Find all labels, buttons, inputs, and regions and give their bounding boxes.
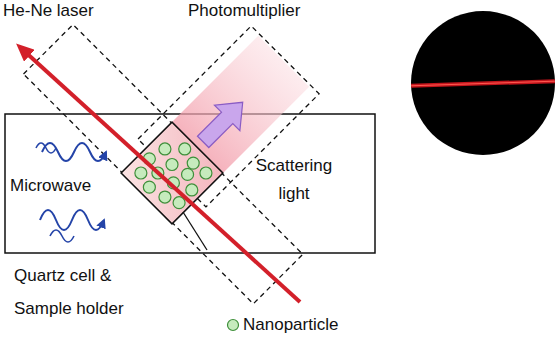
nanoparticle [164, 156, 181, 173]
laser-label: He-Ne laser [3, 1, 133, 21]
laser-beam [22, 49, 300, 302]
microwave-wave [42, 143, 106, 161]
detector-label: Photomultiplier [188, 1, 338, 21]
nanoparticle [176, 140, 193, 157]
microwave-wave [40, 210, 104, 230]
nanoparticle [156, 189, 173, 206]
nanoparticles [127, 128, 218, 219]
laser-trace [405, 81, 557, 86]
microwave-label: Microwave [10, 176, 110, 196]
leader-line [183, 212, 207, 250]
microwave-wave [50, 230, 74, 242]
nanoparticle [197, 165, 214, 182]
nanoparticle [156, 140, 173, 157]
scatter-label: Scattering light [246, 152, 342, 208]
nanoparticle [179, 166, 196, 183]
cell-label: Quartz cell & Sample holder [14, 259, 154, 325]
nanoparticle [132, 165, 149, 182]
microwave-wave [36, 143, 56, 153]
legend-swatch [226, 318, 240, 332]
scatter-arrow [190, 90, 255, 155]
legend-text: Nanoparticle [243, 315, 338, 335]
laser-trace [405, 81, 557, 86]
nanoparticle [141, 179, 158, 196]
